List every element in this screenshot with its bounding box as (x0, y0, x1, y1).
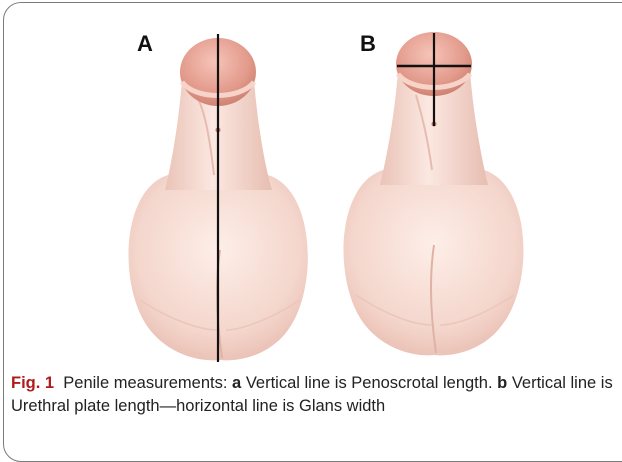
figure-number: Fig. 1 (11, 374, 54, 392)
caption-intro: Penile measurements: (63, 374, 227, 392)
panel-b-label: B (360, 31, 376, 57)
caption-b-key: b (497, 374, 507, 392)
caption-a-key: a (232, 374, 241, 392)
panel-a-drawing (129, 34, 308, 362)
figure-illustration (0, 0, 622, 370)
panel-b-drawing (344, 32, 524, 355)
panel-a-label: A (137, 31, 153, 57)
caption-a-text: Vertical line is Penoscrotal length. (246, 374, 493, 392)
figure-caption: Fig. 1 Penile measurements: a Vertical l… (11, 372, 619, 418)
